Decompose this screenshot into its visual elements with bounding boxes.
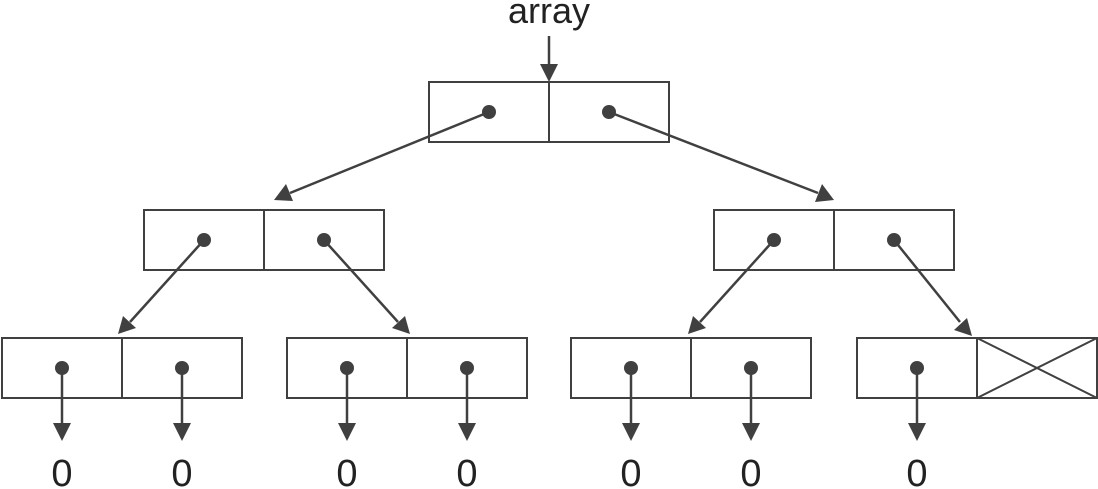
- node-leaf-1: [1, 337, 243, 399]
- edge-l1-right-left-arrowhead: [688, 316, 706, 334]
- edge-l1-right-right-arrowhead: [954, 318, 972, 336]
- node-leaf-4: [856, 337, 1098, 399]
- leaf-pointer-1-arrowhead: [53, 423, 71, 441]
- leaf-pointer-7: [908, 368, 926, 441]
- leaf-pointer-4-arrowhead: [458, 423, 476, 441]
- leaf-pointer-4: [458, 368, 476, 441]
- node-leaf-2: [286, 337, 528, 399]
- leaf-value-6: 0: [740, 453, 761, 489]
- leaf-value-4: 0: [456, 453, 477, 489]
- leaf-value-3: 0: [336, 453, 357, 489]
- leaf-pointer-2: [173, 368, 191, 441]
- edge-l1-left-left-arrowhead: [118, 316, 136, 334]
- edge-l1-left-right: [323, 239, 399, 323]
- edge-root-right-arrowhead: [815, 184, 834, 202]
- node-leaf-3: [570, 337, 812, 399]
- leaf-pointer-6-arrowhead: [742, 423, 760, 441]
- edge-root-left-arrowhead: [274, 184, 293, 201]
- edge-l1-left-right-arrowhead: [392, 316, 410, 334]
- leaf-pointer-1: [53, 368, 71, 441]
- leaf-pointer-7-arrowhead: [908, 423, 926, 441]
- edge-root-right: [608, 110, 819, 195]
- edge-l1-right-left: [699, 239, 775, 323]
- node-l1-right: [713, 209, 955, 271]
- root-label: array: [508, 0, 590, 31]
- edge-root-left: [289, 110, 490, 195]
- node-l1-left: [143, 209, 385, 271]
- leaf-pointer-6: [742, 368, 760, 441]
- leaf-pointer-2-arrowhead: [173, 423, 191, 441]
- edge-l1-right-right: [893, 239, 961, 323]
- leaf-pointer-3-arrowhead: [338, 423, 356, 441]
- leaf-pointer-5-arrowhead: [622, 423, 640, 441]
- root-pointer-arrowhead: [540, 64, 558, 82]
- edge-l1-left-left: [129, 239, 205, 323]
- leaf-value-2: 0: [171, 453, 192, 489]
- node-root: [428, 81, 670, 143]
- leaf-value-1: 0: [51, 453, 72, 489]
- leaf-value-5: 0: [620, 453, 641, 489]
- leaf-pointer-5: [622, 368, 640, 441]
- empty-cell-cross-line-2: [976, 337, 1098, 399]
- leaf-pointer-3: [338, 368, 356, 441]
- leaf-value-7: 0: [906, 453, 927, 489]
